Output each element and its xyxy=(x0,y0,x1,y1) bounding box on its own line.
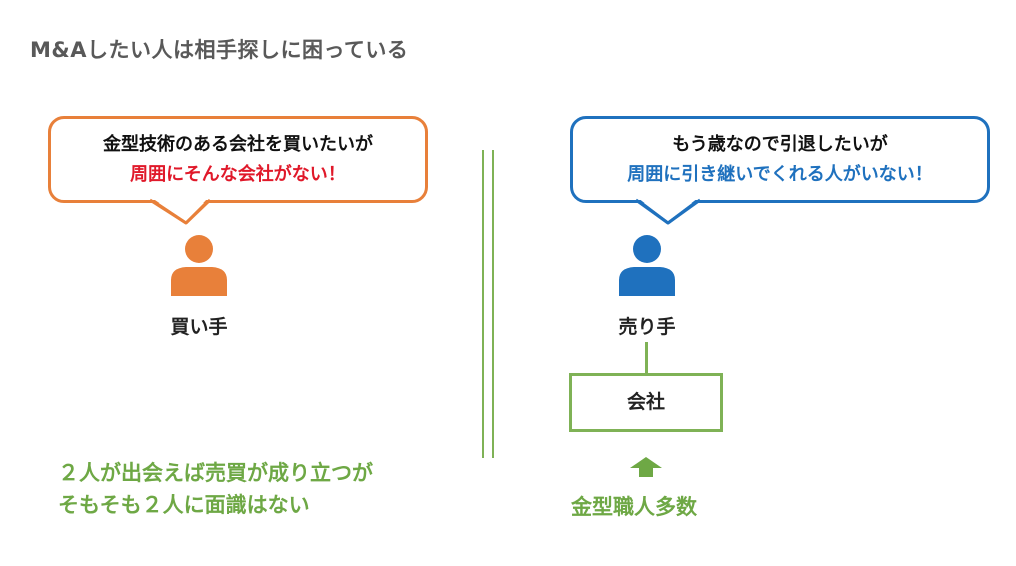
buyer-bubble-line1: 金型技術のある会社を買いたいが xyxy=(103,134,373,155)
buyer-person-icon xyxy=(171,235,227,296)
seller-label: 売り手 xyxy=(618,316,676,338)
up-arrow-icon xyxy=(630,457,662,477)
seller-bubble-line2: 周囲に引き継いでくれる人がいない！ xyxy=(627,164,933,185)
seller-bubble-line1: もう歳なので引退したいが xyxy=(672,134,888,155)
footer-left-line1: ２人が出会えば売買が成り立つが xyxy=(58,461,373,485)
divider-line-right xyxy=(492,150,494,458)
seller-person-icon xyxy=(619,235,675,296)
divider-line-left xyxy=(482,150,484,458)
footer-left-text: ２人が出会えば売買が成り立つが そもそも２人に面識はない xyxy=(58,457,373,521)
footer-left-line2: そもそも２人に面識はない xyxy=(58,493,310,517)
buyer-speech-bubble: 金型技術のある会社を買いたいが 周囲にそんな会社がない！ xyxy=(48,116,428,203)
seller-speech-bubble: もう歳なので引退したいが 周囲に引き継いでくれる人がいない！ xyxy=(570,116,990,203)
buyer-bubble-line2: 周囲にそんな会社がない！ xyxy=(130,164,346,185)
craftsmen-label: 金型職人多数 xyxy=(571,495,697,519)
company-box: 会社 xyxy=(569,373,723,432)
page-title: M&Aしたい人は相手探しに困っている xyxy=(30,38,409,62)
seller-company-connector xyxy=(645,342,648,374)
buyer-label: 買い手 xyxy=(170,316,228,338)
